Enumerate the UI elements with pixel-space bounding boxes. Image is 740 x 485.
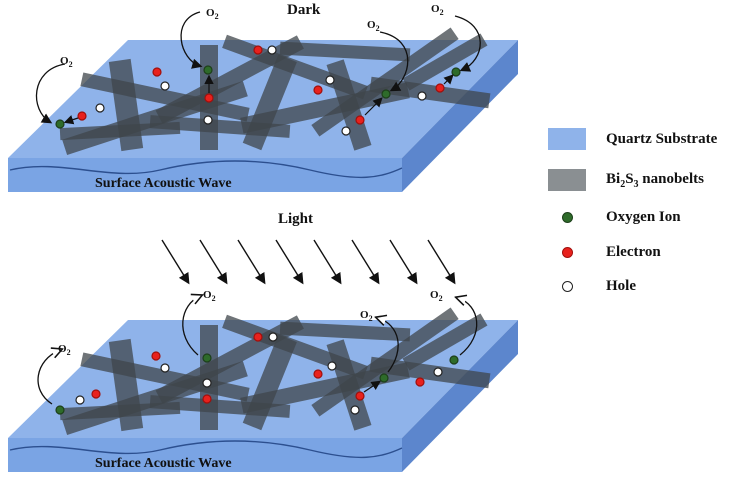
carriers-dark bbox=[55, 45, 461, 136]
quartz-swatch bbox=[548, 128, 586, 150]
nanobelt-swatch bbox=[548, 169, 586, 191]
legend-label-hole: Hole bbox=[606, 277, 636, 294]
o2-label: O2 bbox=[206, 7, 219, 21]
panel-title-dark: Dark bbox=[287, 2, 321, 18]
quartz-substrate-side bbox=[402, 40, 518, 192]
nanobelt-mat-dark bbox=[59, 27, 491, 155]
panel-title-light: Light bbox=[278, 211, 313, 227]
dark-panel: Surface Acoustic Wave bbox=[8, 2, 518, 192]
legend-label-quartz: Quartz Substrate bbox=[606, 130, 718, 147]
legend-label-oxygen: Oxygen Ion bbox=[606, 208, 681, 225]
wave-label-dark: Surface Acoustic Wave bbox=[95, 176, 232, 191]
o2-label: O2 bbox=[203, 289, 216, 303]
legend-label-nanobelt: Bi2S3 nanobelts bbox=[606, 170, 704, 190]
hole-dot bbox=[562, 281, 573, 292]
light-rays bbox=[161, 239, 456, 285]
surface-acoustic-wave-line bbox=[9, 160, 403, 179]
o2-label: O2 bbox=[367, 19, 380, 33]
o2-labels-light: O2 O2 O2 O2 bbox=[58, 289, 443, 357]
light-panel: Surface Acoustic Wave bbox=[8, 289, 518, 472]
oxygen-desorption-arrows-light bbox=[37, 296, 478, 405]
oxygen-adsorption-arrows-dark bbox=[35, 11, 481, 124]
o2-label: O2 bbox=[60, 55, 73, 69]
wave-label-light: Surface Acoustic Wave bbox=[95, 456, 232, 471]
electron-dot bbox=[562, 247, 573, 258]
quartz-substrate-side bbox=[402, 320, 518, 472]
surface-acoustic-wave-line bbox=[9, 440, 403, 459]
o2-labels-dark: O2 O2 O2 O2 bbox=[60, 3, 444, 69]
o2-label: O2 bbox=[431, 3, 444, 17]
legend-label-electron: Electron bbox=[606, 243, 661, 260]
o2-label: O2 bbox=[360, 309, 373, 323]
nanobelt-mat-light bbox=[59, 307, 491, 435]
o2-label: O2 bbox=[58, 343, 71, 357]
o2-label: O2 bbox=[430, 289, 443, 303]
quartz-substrate-front bbox=[8, 438, 402, 472]
carriers-light bbox=[55, 332, 459, 415]
oxygen-ion-dot bbox=[562, 212, 573, 223]
quartz-substrate-front bbox=[8, 158, 402, 192]
